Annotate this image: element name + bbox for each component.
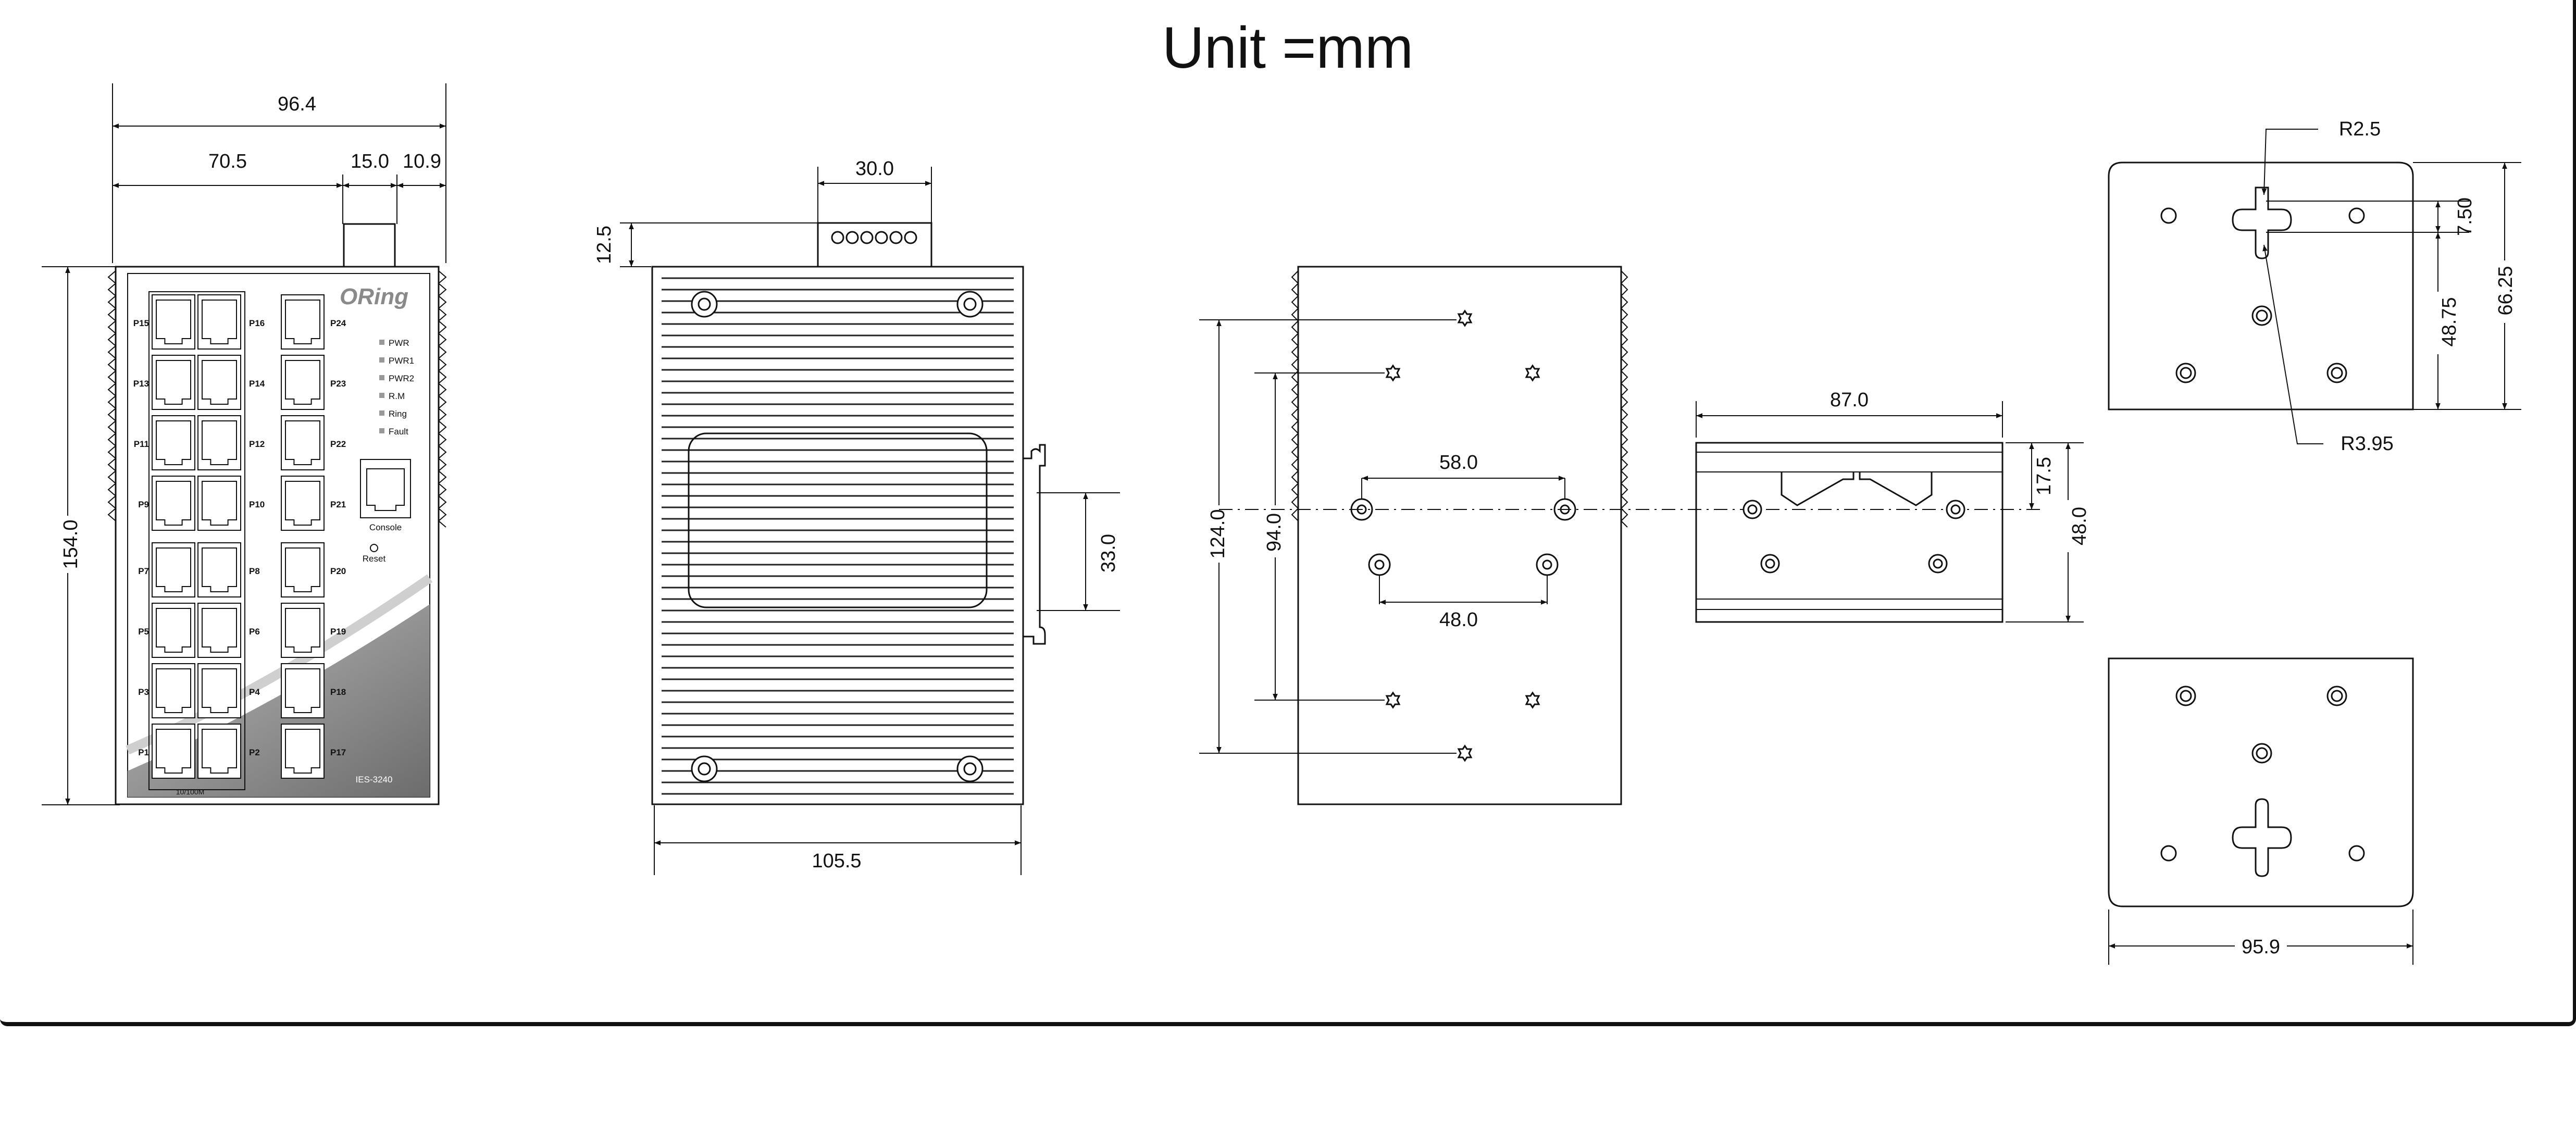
dim-width-conn: 15.0: [351, 151, 389, 172]
side-view: 30.0 12.5 33.0 105.5: [593, 158, 1120, 875]
console-label: Console: [369, 522, 402, 532]
dim-hole-span-bottom: 48.0: [1439, 609, 1478, 631]
din-rail-bracket: 87.0 17.5 48.0: [1695, 389, 2090, 623]
dim-height: 154.0: [60, 519, 82, 569]
dim-clip-height: 33.0: [1098, 534, 1119, 572]
dim-width-side: 10.9: [403, 151, 441, 172]
port-label: P21: [330, 500, 346, 509]
port-label: P15: [133, 318, 149, 328]
port-label: P23: [330, 379, 346, 389]
port-label: P8: [249, 566, 260, 576]
rj45-port: [152, 294, 195, 350]
led-label-pwr1: PWR1: [389, 356, 414, 366]
led-label-ring: Ring: [389, 409, 407, 419]
rj45-port: [281, 355, 325, 410]
dim-radius-small: R2.5: [2339, 118, 2381, 140]
dim-plate-width: 95.9: [2242, 936, 2280, 958]
dim-rear-inner-height: 94.0: [1263, 513, 1285, 552]
dim-rail-height: 48.0: [2069, 507, 2090, 545]
drawing-sheet: Unit =mm 96.4 70.5 15.0 10.9 154.0: [0, 0, 2576, 1026]
port-label: P22: [330, 439, 346, 449]
rj45-port: [152, 355, 195, 410]
rj45-port: [197, 294, 241, 350]
rj45-port: [152, 603, 195, 658]
dim-width-total: 96.4: [278, 93, 316, 115]
led-label-pwr: PWR: [389, 338, 409, 348]
wall-plate-bottom: [2108, 657, 2414, 907]
rj45-port: [197, 603, 241, 658]
port-speed-label: 10/100M: [176, 788, 204, 796]
rj45-port: [197, 415, 241, 470]
dim-rear-outer-height: 124.0: [1207, 509, 1229, 558]
dim-width-body: 70.5: [208, 151, 247, 172]
port-label: P16: [249, 318, 265, 328]
port-label: P5: [138, 627, 149, 637]
port-label: P12: [249, 439, 265, 449]
port-label: P7: [138, 566, 149, 576]
port-label: P14: [249, 379, 265, 389]
port-label: P24: [330, 318, 346, 328]
reset-label: Reset: [363, 554, 386, 564]
rj45-port: [281, 294, 325, 350]
rj45-port: [197, 724, 241, 779]
port-label: P17: [330, 748, 346, 757]
dim-terminal-width: 30.0: [855, 158, 894, 180]
dim-slot-height: 7.50: [2454, 197, 2476, 236]
rj45-port: [152, 542, 195, 597]
port-label: P19: [330, 627, 346, 637]
rj45-port: [197, 355, 241, 410]
port-label: P10: [249, 500, 265, 509]
rj45-port: [281, 476, 325, 531]
din-clip: [1023, 444, 1046, 645]
side-label-window: [688, 432, 988, 608]
wall-plate-top: [2108, 161, 2414, 410]
port-label: P13: [133, 379, 149, 389]
port-label: P20: [330, 566, 346, 576]
dim-rail-top-offset: 17.5: [2033, 457, 2055, 495]
rj45-port: [281, 603, 325, 658]
dim-hole-span-top: 58.0: [1439, 452, 1478, 474]
port-label: P6: [249, 627, 260, 637]
front-view: 96.4 70.5 15.0 10.9 154.0 ORing PWR PWR1: [42, 83, 447, 805]
led-label-rm: R.M: [389, 391, 405, 401]
rj45-port: [281, 415, 325, 470]
rj45-port: [197, 476, 241, 531]
rj45-port: [281, 663, 325, 718]
rj45-port: [152, 476, 195, 531]
wall-mount-plates: R2.5 R3.95 7.50 48.75 66.25 95.9: [2108, 118, 2524, 965]
led-label-fault: Fault: [389, 427, 408, 437]
terminal-block: [817, 222, 932, 268]
dim-side-width: 105.5: [812, 850, 861, 872]
dim-lower-height: 48.75: [2438, 297, 2460, 346]
rj45-port: [152, 724, 195, 779]
rj45-port: [152, 663, 195, 718]
port-block-frame: [148, 291, 245, 790]
model-label: IES-3240: [356, 775, 393, 784]
port-label: P18: [330, 687, 346, 697]
port-label: P4: [249, 687, 260, 697]
port-label: P1: [138, 748, 149, 757]
console-port: [360, 459, 411, 518]
rj45-port: [197, 542, 241, 597]
port-label: P9: [138, 500, 149, 509]
port-label: P3: [138, 687, 149, 697]
brand-logo: ORing: [340, 284, 408, 309]
dim-terminal-height: 12.5: [593, 226, 615, 264]
page-title: Unit =mm: [1162, 15, 1413, 80]
rj45-port: [281, 724, 325, 779]
port-label: P2: [249, 748, 260, 757]
rear-view: 124.0 94.0 58.0 48.0: [1199, 266, 1628, 805]
dim-total-height: 66.25: [2495, 266, 2517, 315]
rj45-port: [281, 542, 325, 597]
port-label: P11: [134, 439, 149, 449]
led-indicators: PWR PWR1 PWR2 R.M Ring Fault: [379, 338, 414, 437]
rj45-port: [152, 415, 195, 470]
dim-radius-large: R3.95: [2341, 433, 2393, 455]
rj45-port: [197, 663, 241, 718]
dim-rail-width: 87.0: [1830, 389, 1869, 411]
led-label-pwr2: PWR2: [389, 373, 414, 383]
dimension-drawing: Unit =mm 96.4 70.5 15.0 10.9 154.0: [42, 15, 2524, 965]
